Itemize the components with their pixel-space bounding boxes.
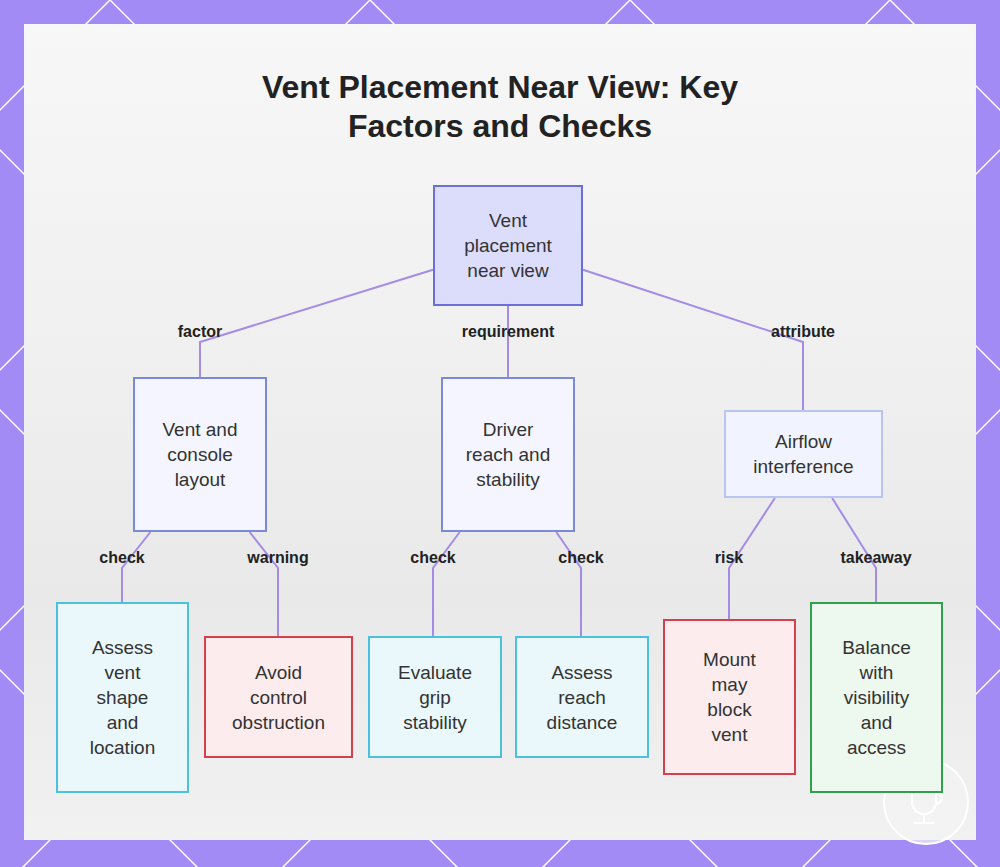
- risk-box: Mount may block vent: [663, 619, 796, 775]
- node-text: Driver reach and stability: [458, 417, 558, 492]
- category-box: Airflow interference: [724, 410, 883, 498]
- connector-line: [122, 532, 150, 602]
- connector-line: [250, 532, 278, 636]
- takeaway-box: Balance with visibility and access: [810, 602, 943, 793]
- node-text: Balance with visibility and access: [836, 635, 918, 760]
- edge-label: risk: [715, 549, 743, 567]
- node-text: Airflow interference: [742, 429, 866, 479]
- connector-line: [433, 532, 460, 636]
- edge-label: check: [558, 549, 603, 567]
- connector-line: [583, 270, 803, 410]
- check-box: Assess reach distance: [515, 636, 649, 758]
- root-box: Vent placement near view: [433, 185, 583, 306]
- edge-label: requirement: [462, 323, 554, 341]
- check-box: Assess vent shape and location: [56, 602, 189, 793]
- edge-label: warning: [247, 549, 308, 567]
- node-text: Assess vent shape and location: [83, 635, 163, 760]
- node-text: Vent placement near view: [453, 208, 563, 283]
- warning-box: Avoid control obstruction: [204, 636, 353, 758]
- node-text: Avoid control obstruction: [225, 660, 333, 735]
- connector-line: [507, 306, 509, 377]
- check-box: Evaluate grip stability: [368, 636, 502, 758]
- node-text: Mount may block vent: [689, 647, 771, 747]
- node-text: Evaluate grip stability: [389, 660, 481, 735]
- node-text: Assess reach distance: [536, 660, 628, 735]
- edge-label: check: [99, 549, 144, 567]
- diagram-title: Vent Placement Near View: Key Factors an…: [200, 68, 800, 146]
- node-text: Vent and console layout: [148, 417, 252, 492]
- connector-line: [556, 532, 581, 636]
- edge-label: factor: [178, 323, 222, 341]
- title-text: Vent Placement Near View: Key Factors an…: [240, 68, 760, 146]
- category-box: Vent and console layout: [133, 377, 267, 532]
- edge-label: takeaway: [840, 549, 911, 567]
- connector-line: [200, 270, 433, 377]
- edge-label: attribute: [771, 323, 835, 341]
- category-box: Driver reach and stability: [441, 377, 575, 532]
- edge-label: check: [410, 549, 455, 567]
